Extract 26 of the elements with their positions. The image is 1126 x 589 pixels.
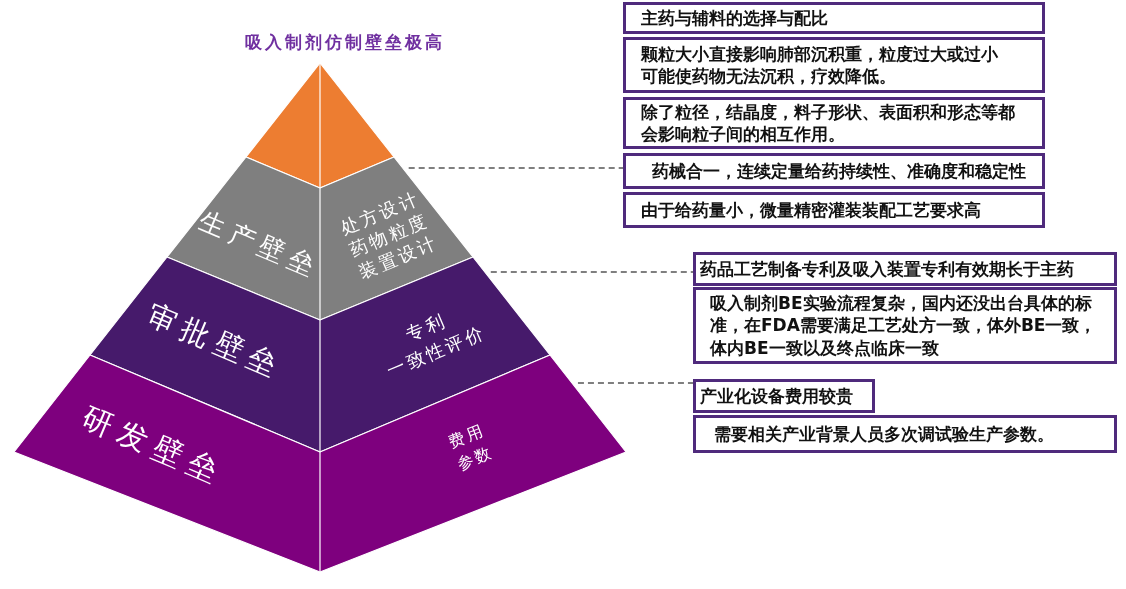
note-text: 除了粒径，结晶度，料子形状、表面积和形态等都会影响粒子间的相互作用。	[641, 100, 1016, 146]
note-panel	[693, 415, 1117, 453]
note-text: 吸入制剂BE实验流程复杂，国内还没出台具体的标准，在FDA需要满足工艺处方一致，体外BE一致，体内BE一致以及终点临床一致	[710, 292, 1098, 359]
note-panel	[693, 379, 875, 413]
tier-title: 生产壁垒	[194, 204, 324, 282]
note-panel	[623, 153, 1045, 189]
pyramid-apex	[246, 63, 394, 188]
note-text: 药品工艺制备专利及吸入装置专利有效期长于主药	[700, 257, 1074, 281]
note-panel	[693, 287, 1117, 364]
note-text: 由于给药量小，微量精密灌装装配工艺要求高	[641, 198, 981, 222]
note-panel	[623, 192, 1045, 228]
note-panel	[623, 2, 1045, 34]
note-text: 颗粒大小直接影响肺部沉积重，粒度过大或过小可能使药物无法沉积，疗效降低。	[641, 42, 999, 88]
note-panel	[693, 252, 1117, 286]
note-text: 主药与辅料的选择与配比	[641, 6, 828, 30]
leader-line	[489, 271, 694, 273]
note-text: 需要相关产业背景人员多次调试验生产参数。	[714, 422, 1054, 446]
diagram-title: 吸入制剂仿制壁垒极高	[244, 32, 446, 53]
note-text: 药械合一，连续定量给药持续性、准确度和稳定性	[652, 159, 1026, 183]
note-panel	[623, 97, 1045, 149]
leader-line	[576, 382, 694, 384]
tier-title: 审批壁垒	[141, 297, 288, 383]
tier-title: 研发壁垒	[76, 398, 230, 490]
note-panel	[623, 37, 1045, 93]
note-text: 产业化设备费用较贵	[700, 384, 853, 408]
leader-line	[407, 167, 624, 169]
